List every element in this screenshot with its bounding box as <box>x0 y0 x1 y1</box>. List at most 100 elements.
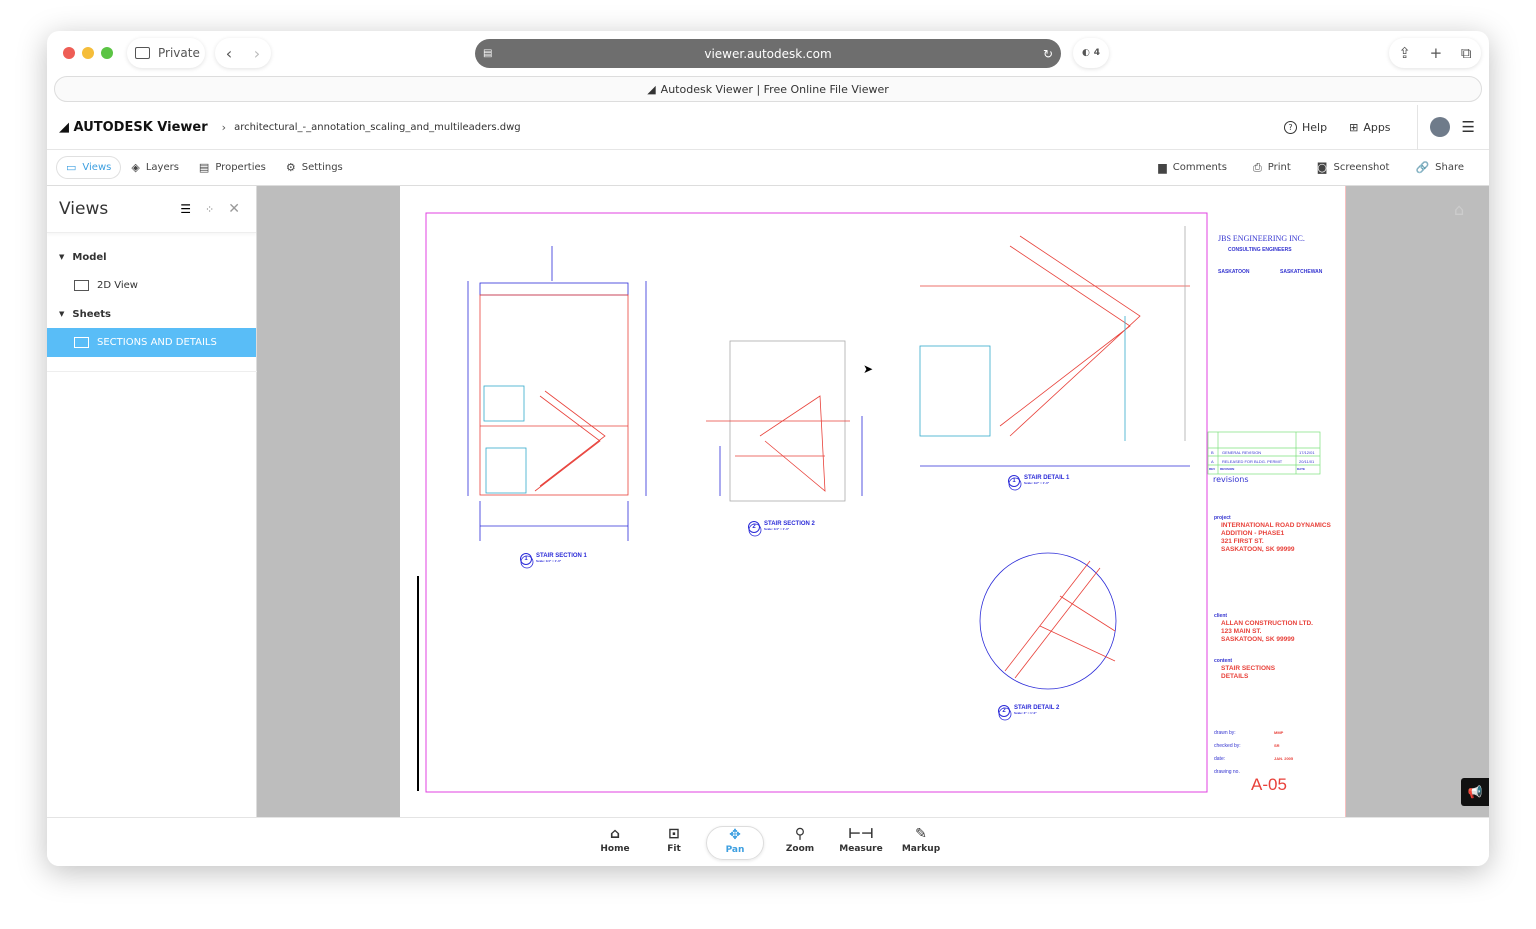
bottom-toolbar: ⌂Home ⊡Fit ✥Pan ⚲Zoom ⊢⊣Measure ✎Markup <box>47 817 1489 866</box>
revisions-label: revisions <box>1213 475 1249 484</box>
tabs-overview-icon[interactable]: ⧉ <box>1460 44 1472 62</box>
home-icon: ⌂ <box>609 826 621 842</box>
autodesk-logo-icon: ◢ <box>647 82 656 96</box>
sheet-border <box>425 212 1208 793</box>
privacy-shield-button[interactable]: ◐4 <box>1073 38 1109 68</box>
help-button[interactable]: ?Help <box>1284 120 1327 134</box>
sheet-icon <box>74 337 89 348</box>
drawing_no-label: drawing no. <box>1214 769 1240 775</box>
browser-window: Private ‹ › ▤ viewer.autodesk.com ↻ ◐4 ⇪ +… <box>47 31 1489 866</box>
home-tool-button[interactable]: ⌂Home <box>600 826 630 854</box>
project-label: project <box>1214 515 1231 521</box>
tree-group-model[interactable]: ▼Model <box>59 251 107 263</box>
minimize-window-button[interactable] <box>82 47 94 59</box>
project-line: ADDITION - PHASE1 <box>1221 530 1285 537</box>
share-icon[interactable]: ⇪ <box>1398 44 1411 62</box>
main-toolbar: ▭Views◈Layers▤Properties⚙Settings ▆Comme… <box>47 150 1489 186</box>
date-value: JAN. 2005 <box>1274 756 1294 761</box>
client-label: client <box>1214 613 1228 619</box>
stair-detail-2-drawing <box>979 552 1117 721</box>
client-line: SASKATOON, SK 99999 <box>1221 636 1295 643</box>
toolbar-label: Share <box>1435 162 1464 173</box>
measure-tool-button[interactable]: ⊢⊣Measure <box>839 826 883 854</box>
markup-tool-button[interactable]: ✎Markup <box>901 826 941 854</box>
pan-tool-button[interactable]: ✥Pan <box>706 826 764 860</box>
toolbar-settings[interactable]: ⚙Settings <box>277 157 352 178</box>
pan-icon: ✥ <box>729 827 741 843</box>
caret-down-icon: ▼ <box>59 310 65 318</box>
content-line: STAIR SECTIONS <box>1221 665 1276 672</box>
page-icon: ▤ <box>483 48 493 59</box>
tree-item[interactable]: 2D View <box>47 271 256 300</box>
checked_by-value: SR <box>1274 743 1280 748</box>
checked_by-label: checked by: <box>1214 743 1241 749</box>
list-view-icon[interactable]: ☰ <box>180 202 192 216</box>
grid-view-icon[interactable]: ⁘ <box>205 202 215 216</box>
zoom-tool-button[interactable]: ⚲Zoom <box>785 826 815 854</box>
monitor-icon: ▭ <box>66 161 77 174</box>
close-window-button[interactable] <box>63 47 75 59</box>
content-line: DETAILS <box>1221 673 1249 680</box>
reload-icon[interactable]: ↻ <box>1042 46 1053 61</box>
autodesk-logo[interactable]: ◢ AUTODESK Viewer <box>59 119 208 135</box>
stair-section-1-drawing <box>467 246 647 569</box>
app-header: ◢ AUTODESK Viewer › architectural_-_anno… <box>47 104 1489 150</box>
toolbar-screenshot[interactable]: ◙Screenshot <box>1308 157 1399 179</box>
shield-count: 4 <box>1093 48 1101 58</box>
caret-down-icon: ▼ <box>59 253 65 261</box>
address-bar[interactable]: ▤ viewer.autodesk.com ↻ <box>475 39 1061 68</box>
toolbar-label: Print <box>1267 162 1291 173</box>
panel-title: Views <box>59 199 109 219</box>
project-line: 321 FIRST ST. <box>1221 538 1264 545</box>
layers-icon: ◈ <box>131 161 140 174</box>
company-province: SASKATCHEWAN <box>1280 269 1323 275</box>
date-label: date: <box>1214 756 1226 762</box>
toolbar-properties[interactable]: ▤Properties <box>190 157 275 178</box>
company-subtitle: CONSULTING ENGINEERS <box>1228 247 1292 253</box>
new-tab-icon[interactable]: + <box>1429 44 1443 62</box>
toolbar-comments[interactable]: ▆Comments <box>1149 157 1236 179</box>
tree-group-sheets[interactable]: ▼Sheets <box>59 308 112 320</box>
fit-icon: ⊡ <box>668 826 680 842</box>
back-button[interactable]: ‹ <box>225 43 233 63</box>
content-label: content <box>1214 658 1233 664</box>
client-line: 123 MAIN ST. <box>1221 628 1262 635</box>
fit-tool-button[interactable]: ⊡Fit <box>667 826 681 854</box>
forward-button[interactable]: › <box>253 43 261 63</box>
maximize-window-button[interactable] <box>101 47 113 59</box>
toolbar-share[interactable]: 🔗Share <box>1406 157 1473 179</box>
client-line: ALLAN CONSTRUCTION LTD. <box>1221 620 1313 627</box>
measure-icon: ⊢⊣ <box>848 826 874 842</box>
document-icon: ▤ <box>198 161 210 174</box>
hamburger-menu-icon[interactable]: ☰ <box>1461 118 1475 136</box>
tree-item[interactable]: SECTIONS AND DETAILS <box>47 328 256 357</box>
close-panel-icon[interactable]: ✕ <box>228 201 240 217</box>
active-tab[interactable]: ◢ Autodesk Viewer | Free Online File Vie… <box>54 76 1482 102</box>
mouse-cursor: ➤ <box>863 362 874 376</box>
tab-title: Autodesk Viewer | Free Online File Viewe… <box>660 82 889 96</box>
announcement-button[interactable]: 📢 <box>1461 778 1489 806</box>
toolbar-label: Settings <box>301 162 343 173</box>
toolbar-print[interactable]: ⎙ Print <box>1244 157 1300 179</box>
zoom-icon: ⚲ <box>794 826 806 842</box>
camera-icon: ◙ <box>1316 161 1328 174</box>
apps-grid-icon: ⊞ <box>1349 120 1359 134</box>
printer-icon: ⎙ <box>1252 160 1262 174</box>
toolbar-layers[interactable]: ◈Layers <box>122 157 188 178</box>
private-label: Private <box>158 46 200 60</box>
private-sidebar-button[interactable]: Private <box>127 38 205 68</box>
apps-button[interactable]: ⊞Apps <box>1349 120 1391 134</box>
toolbar-views[interactable]: ▭Views <box>57 157 120 178</box>
url-text: viewer.autodesk.com <box>704 46 832 61</box>
project-line: SASKATOON, SK 99999 <box>1221 546 1295 553</box>
home-view-icon[interactable]: ⌂ <box>1454 200 1465 219</box>
avatar[interactable] <box>1429 117 1450 137</box>
